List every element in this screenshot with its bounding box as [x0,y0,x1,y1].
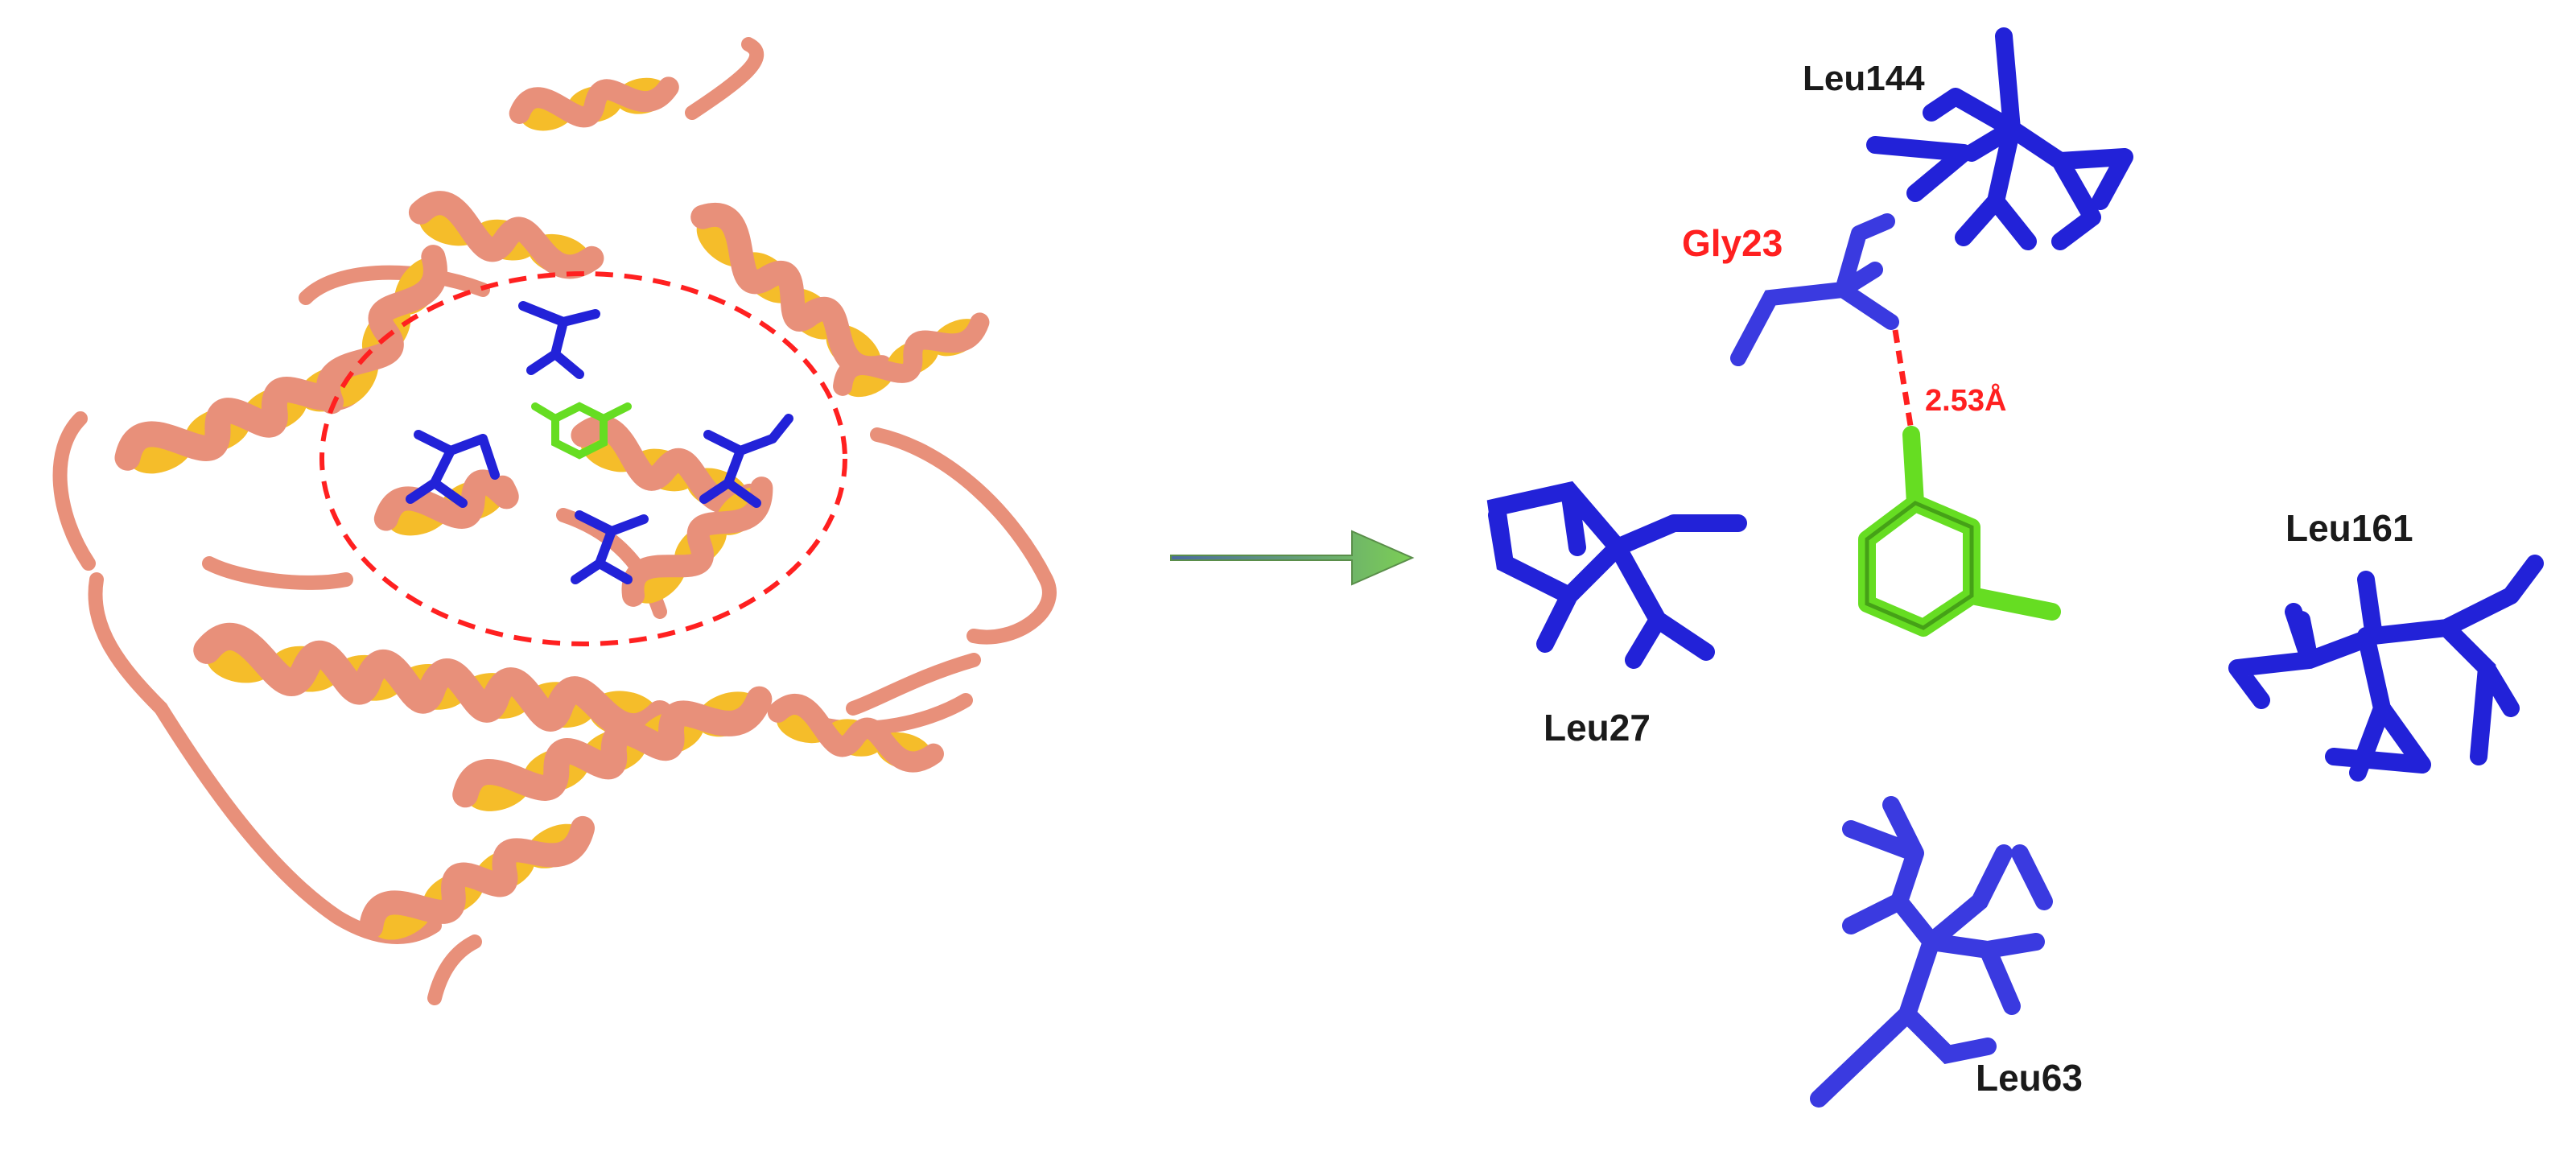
label-gly23: Gly23 [1682,222,1783,264]
hydrogen-bond [1892,329,1914,431]
residue-leu27 [1486,481,1747,669]
label-leu161: Leu161 [2285,507,2413,549]
label-hbond-distance: 2.53Å [1925,382,2006,418]
ligand [1858,426,2061,637]
residue-leu161 [2228,555,2544,782]
label-leu27: Leu27 [1544,707,1651,749]
residue-leu63 [1810,796,2053,1108]
label-leu144: Leu144 [1803,59,1925,98]
residue-gly23 [1730,213,1899,366]
protein-ribbon-structure [52,37,1057,1005]
binding-pocket-closeup: Leu144 Gly23 2.53Å Leu27 Leu161 Leu63 [1486,27,2544,1108]
transition-arrow [1170,530,1415,586]
label-leu63: Leu63 [1976,1057,2083,1099]
residue-leu144 [1866,27,2133,250]
binding-site-ellipse [319,271,847,646]
